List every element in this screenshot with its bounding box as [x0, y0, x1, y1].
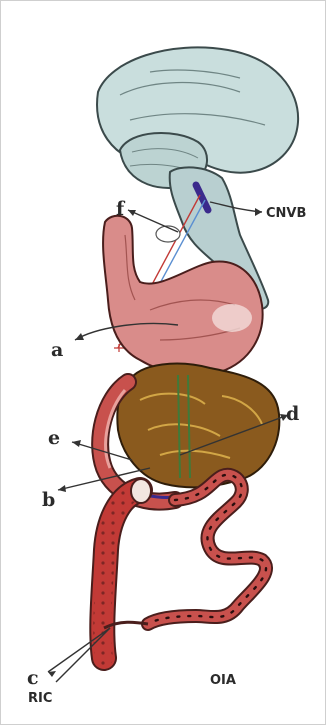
label-d: d	[286, 403, 299, 425]
label-cnvb: CNVB	[266, 206, 306, 221]
label-oia: OIA	[210, 673, 236, 688]
label-b: b	[42, 489, 55, 511]
label-c: c	[27, 667, 39, 689]
label-ric: RIC	[28, 691, 52, 706]
ganglion	[156, 226, 180, 242]
pancreas	[117, 364, 279, 488]
label-a: a	[51, 339, 63, 361]
label-e: e	[48, 427, 60, 449]
